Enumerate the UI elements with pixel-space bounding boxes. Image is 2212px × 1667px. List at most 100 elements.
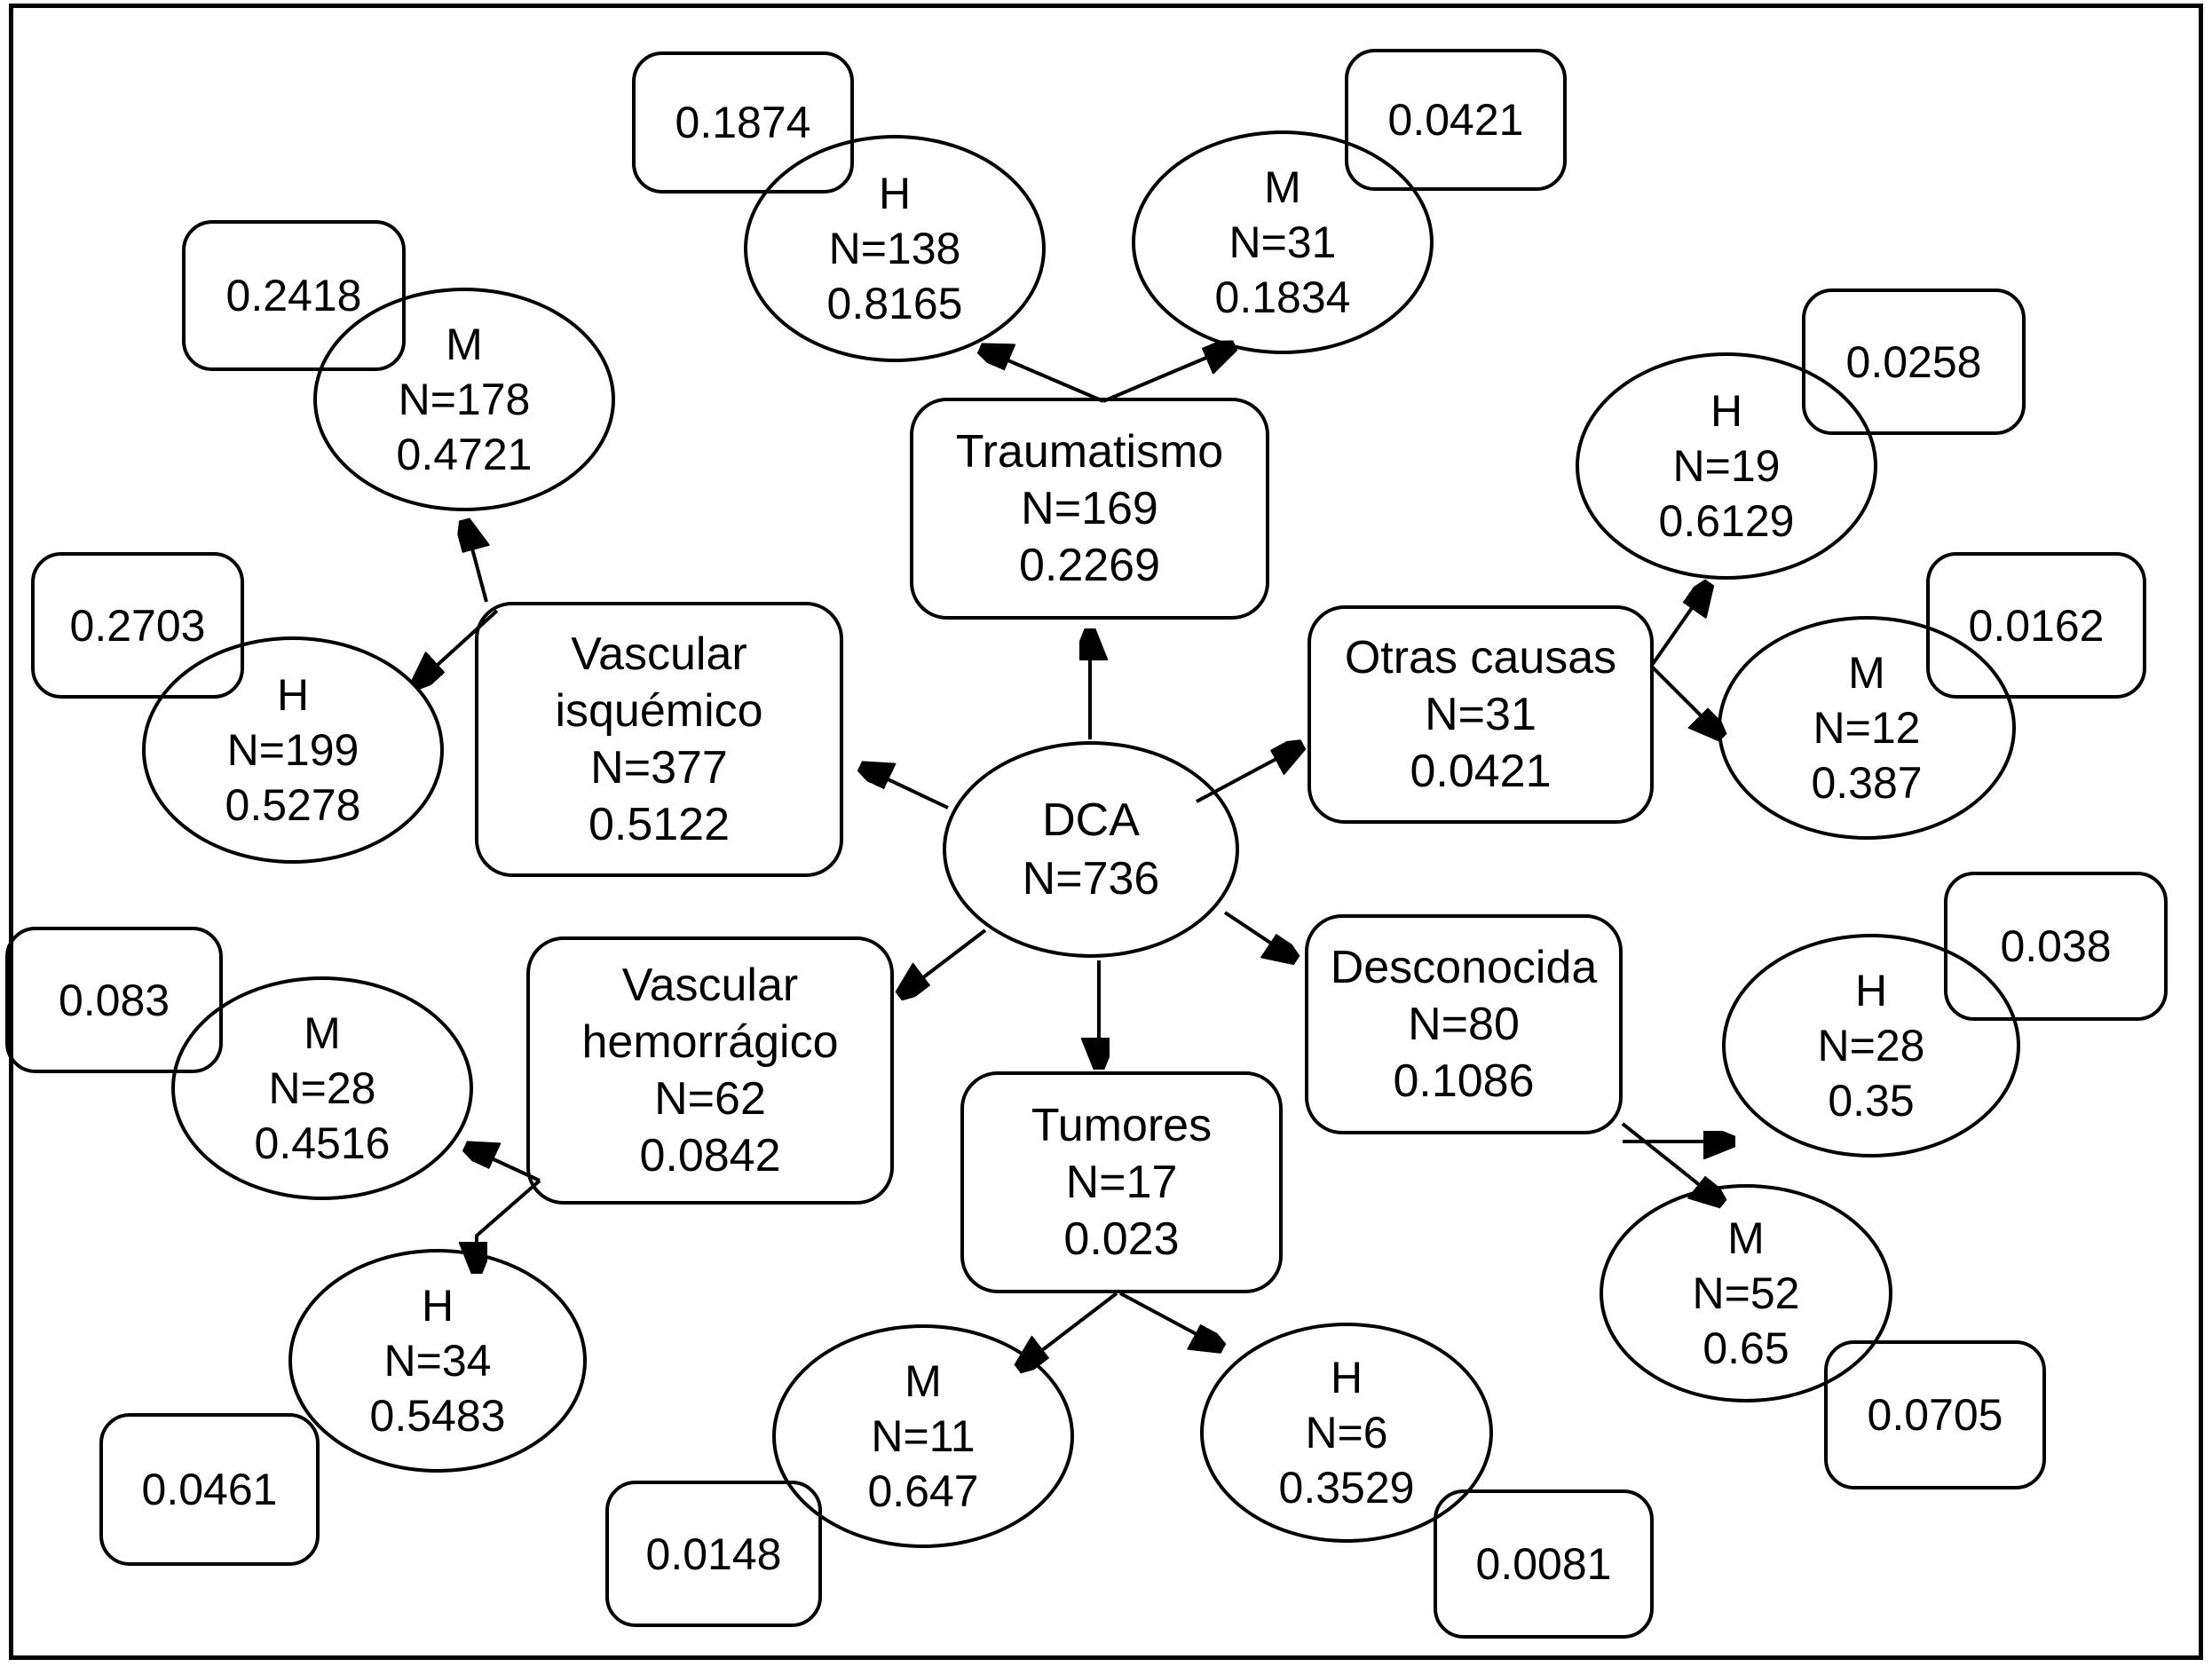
node-vascular-hemorragico-title1: Vascular — [621, 960, 799, 1011]
n-label: N=31 — [1228, 217, 1337, 267]
node-otras-causas-m: M N=12 0.387 — [1718, 616, 2016, 840]
node-desconocida-n: N=80 — [1408, 999, 1520, 1050]
node-vascular-isquemico-title2: isquémico — [555, 685, 763, 737]
node-tumores-h: H N=6 0.3529 — [1200, 1323, 1493, 1543]
tag-traumatismo-m: 0.0421 — [1345, 49, 1567, 191]
n-label: N=28 — [268, 1063, 376, 1113]
n-label: N=11 — [871, 1411, 976, 1461]
n-label: N=199 — [226, 725, 359, 775]
node-dca-title: DCA — [1042, 794, 1140, 846]
p-label: 0.5278 — [225, 780, 361, 830]
node-vascular-hemorragico-title2: hemorrágico — [581, 1016, 839, 1068]
node-vascular-hemorragico-p: 0.0842 — [639, 1130, 781, 1181]
sex-label: H — [1330, 1353, 1363, 1402]
tag-otras-causas-m: 0.0162 — [1926, 552, 2146, 699]
p-label: 0.1834 — [1214, 273, 1351, 322]
arrow-traumatismo-h — [985, 351, 1104, 403]
node-vascular-isquemico-h: H N=199 0.5278 — [142, 636, 444, 864]
n-label: N=138 — [828, 224, 961, 273]
node-dca-n: N=736 — [1022, 853, 1160, 905]
tag-value: 0.083 — [58, 975, 170, 1025]
node-traumatismo-title: Traumatismo — [955, 426, 1224, 478]
node-dca: DCA N=736 — [943, 741, 1239, 958]
sex-label: M — [905, 1356, 942, 1406]
node-traumatismo-h: H N=138 0.8165 — [744, 135, 1046, 362]
arrow-tumores-m — [1023, 1292, 1118, 1365]
node-otras-causas-h: H N=19 0.6129 — [1576, 352, 1877, 580]
sex-label: H — [421, 1281, 454, 1331]
arrow-dca-vascular-isquemico — [865, 769, 949, 810]
arrow-otras-causas-m — [1651, 666, 1718, 733]
node-desconocida-p: 0.1086 — [1393, 1055, 1535, 1107]
p-label: 0.4721 — [396, 430, 533, 479]
node-vascular-hemorragico: Vascular hemorrágico N=62 0.0842 — [526, 936, 894, 1205]
sex-label: M — [1264, 162, 1301, 212]
node-tumores-p: 0.023 — [1063, 1213, 1180, 1265]
sex-label: H — [878, 169, 912, 218]
tag-vascular-hemorragico-h: 0.0461 — [99, 1413, 320, 1566]
node-vascular-isquemico: Vascular isquémico N=377 0.5122 — [475, 602, 843, 877]
n-label: N=12 — [1813, 703, 1921, 753]
node-tumores-m: M N=11 0.647 — [772, 1324, 1074, 1548]
node-tumores-n: N=17 — [1065, 1157, 1178, 1208]
node-tumores: Tumores N=17 0.023 — [960, 1071, 1283, 1293]
p-label: 0.647 — [867, 1466, 979, 1516]
node-desconocida-h: H N=28 0.35 — [1722, 934, 2020, 1157]
node-otras-causas-n: N=31 — [1425, 689, 1537, 740]
node-otras-causas-title: Otras causas — [1344, 632, 1617, 683]
sex-label: H — [1710, 386, 1743, 436]
node-vascular-isquemico-m: M N=178 0.4721 — [313, 288, 615, 511]
node-desconocida-m: M N=52 0.65 — [1600, 1184, 1892, 1402]
tag-value: 0.1874 — [675, 98, 811, 147]
node-traumatismo-n: N=169 — [1021, 483, 1158, 534]
p-label: 0.4516 — [254, 1118, 391, 1168]
node-vascular-isquemico-title1: Vascular — [571, 628, 747, 680]
tag-value: 0.0162 — [1968, 600, 2105, 651]
tag-value: 0.2418 — [225, 271, 362, 320]
tag-value: 0.2703 — [69, 600, 206, 651]
tag-value: 0.0705 — [1867, 1390, 2003, 1440]
sex-label: M — [1848, 648, 1885, 698]
p-label: 0.3529 — [1278, 1463, 1415, 1513]
n-label: N=178 — [398, 375, 531, 424]
tag-value: 0.0148 — [645, 1529, 782, 1579]
node-traumatismo: Traumatismo N=169 0.2269 — [910, 398, 1269, 620]
arrow-vascular-isquemico-m — [466, 525, 486, 603]
node-tumores-title: Tumores — [1031, 1100, 1213, 1151]
tag-value: 0.0461 — [141, 1465, 278, 1514]
arrow-traumatismo-m — [1102, 348, 1229, 403]
tag-value: 0.0258 — [1845, 336, 1982, 387]
n-label: N=34 — [383, 1336, 492, 1386]
p-label: 0.35 — [1828, 1076, 1915, 1126]
tag-vascular-isquemico-m: 0.2418 — [182, 220, 406, 371]
node-traumatismo-m: M N=31 0.1834 — [1132, 130, 1434, 354]
p-label: 0.65 — [1702, 1323, 1789, 1373]
arrow-tumores-h — [1119, 1292, 1218, 1346]
node-vascular-hemorragico-m: M N=28 0.4516 — [171, 976, 473, 1200]
p-label: 0.387 — [1811, 758, 1923, 808]
sex-label: M — [304, 1008, 341, 1058]
node-vascular-isquemico-p: 0.5122 — [588, 799, 731, 850]
arrow-dca-vascular-hemorragico — [904, 928, 987, 992]
tag-tumores-h: 0.0081 — [1434, 1489, 1654, 1639]
node-otras-causas-p: 0.0421 — [1410, 746, 1552, 797]
tag-desconocida-h: 0.038 — [1944, 872, 2168, 1021]
arrow-desconocida-m — [1621, 1122, 1718, 1200]
p-label: 0.6129 — [1658, 496, 1795, 546]
tag-value: 0.0421 — [1387, 95, 1524, 145]
arrow-dca-desconocida — [1223, 911, 1292, 957]
tag-traumatismo-h: 0.1874 — [632, 51, 854, 194]
node-desconocida: Desconocida N=80 0.1086 — [1305, 914, 1623, 1134]
tag-value: 0.038 — [2000, 921, 2112, 971]
node-traumatismo-p: 0.2269 — [1018, 540, 1161, 591]
sex-label: M — [1727, 1213, 1765, 1263]
n-label: N=6 — [1305, 1408, 1388, 1458]
tag-value: 0.0081 — [1475, 1539, 1612, 1589]
p-label: 0.5483 — [369, 1391, 506, 1441]
node-vascular-hemorragico-h: H N=34 0.5483 — [288, 1249, 587, 1473]
arrow-otras-causas-h — [1651, 588, 1706, 666]
n-label: N=52 — [1692, 1268, 1800, 1318]
diagram-frame — [9, 4, 2203, 1660]
